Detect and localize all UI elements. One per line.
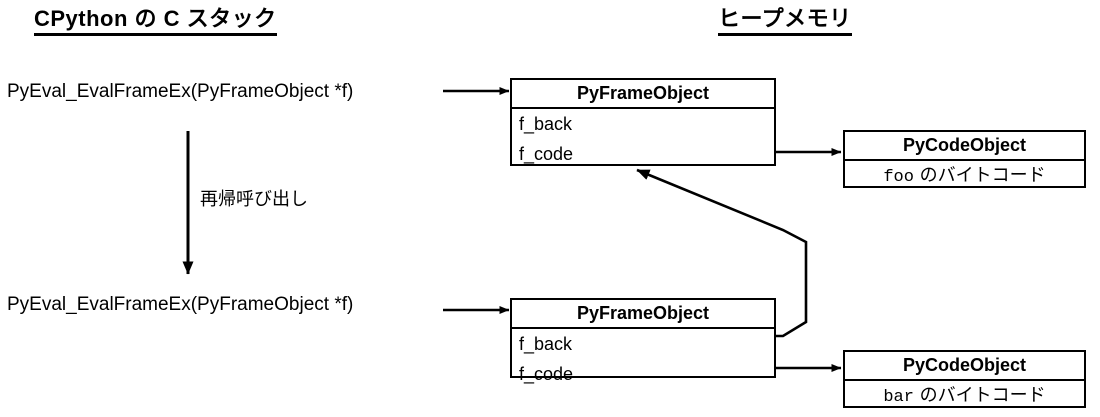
code-suffix-top: のバイトコード [913,165,1046,186]
field-f-code-top: f_code [519,144,574,164]
pycodeobject-title-bottom: PyCodeObject [845,352,1084,381]
code-ident-bar: bar [883,388,914,407]
stack-frame-label-bottom: PyEval_EvalFrameEx(PyFrameObject *f) [7,294,354,315]
code-suffix-bottom: のバイトコード [913,385,1046,406]
pycodeobject-body-top: foo のバイトコード [845,161,1084,192]
pyframeobject-box-top: PyFrameObject f_back f_code [510,78,776,166]
pycodeobject-box-bottom: PyCodeObject bar のバイトコード [843,350,1086,408]
section-title-c-stack: CPython の C スタック [34,6,277,37]
pycodeobject-body-bottom: bar のバイトコード [845,381,1084,412]
pycodeobject-box-top: PyCodeObject foo のバイトコード [843,130,1086,188]
section-title-heap-memory: ヒープメモリ [718,6,852,37]
code-ident-foo: foo [883,168,914,187]
field-f-back-bottom: f_back [519,334,573,354]
recursive-call-label: 再帰呼び出し [200,189,308,209]
field-f-back-top: f_back [519,114,573,134]
stack-frame-label-top: PyEval_EvalFrameEx(PyFrameObject *f) [7,81,354,102]
pyframeobject-title-bottom: PyFrameObject [512,300,774,329]
pyframeobject-box-bottom: PyFrameObject f_back f_code [510,298,776,383]
pycodeobject-title-top: PyCodeObject [845,132,1084,161]
field-f-code-bottom: f_code [519,364,574,384]
pyframeobject-title-top: PyFrameObject [512,80,774,109]
